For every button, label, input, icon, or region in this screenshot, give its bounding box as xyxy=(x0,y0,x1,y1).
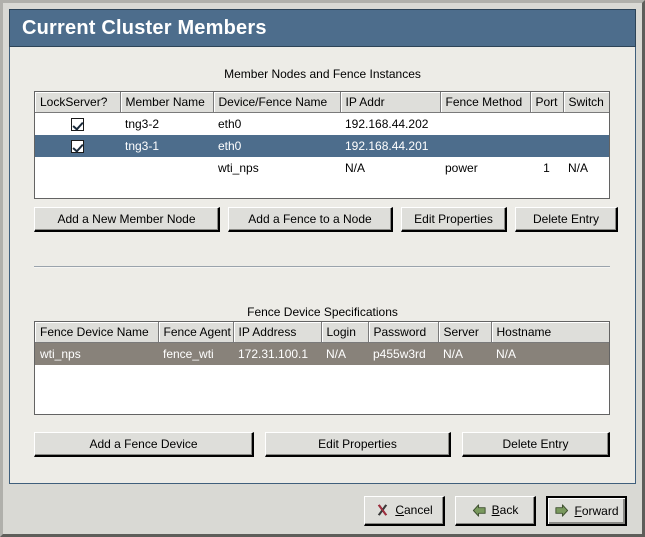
back-mnemonic: B xyxy=(491,503,500,517)
arrow-right-icon xyxy=(554,503,569,518)
add-fence-to-node-button[interactable]: Add a Fence to a Node xyxy=(228,207,393,232)
cancel-mnemonic: C xyxy=(395,503,404,517)
table-row[interactable]: tng3-2 eth0 192.168.44.202 xyxy=(35,112,609,135)
fence-button-row: Add a Fence Device Edit Properties Delet… xyxy=(34,432,610,457)
column-header-ip-address[interactable]: IP Address xyxy=(233,322,322,343)
content-panel: Member Nodes and Fence Instances LockSer… xyxy=(9,47,636,484)
members-table[interactable]: LockServer? Member Name Device/Fence Nam… xyxy=(34,91,610,199)
column-header-fence-method[interactable]: Fence Method xyxy=(440,92,531,113)
footer-button-bar: Cancel Back Forward xyxy=(9,487,636,534)
delete-entry-button-members[interactable]: Delete Entry xyxy=(515,207,618,232)
switch-cell xyxy=(563,135,609,157)
forward-mnemonic: F xyxy=(574,503,582,518)
member-name-cell xyxy=(120,157,213,179)
port-cell: 1 xyxy=(543,160,550,175)
back-suffix: ack xyxy=(499,503,519,517)
device-fence-name-cell: wti_nps xyxy=(218,160,259,175)
ip-addr-cell: 192.168.44.202 xyxy=(345,116,429,131)
column-header-fence-agent[interactable]: Fence Agent xyxy=(158,322,234,343)
cancel-button[interactable]: Cancel xyxy=(364,495,445,526)
column-header-hostname[interactable]: Hostname xyxy=(491,322,609,343)
back-button[interactable]: Back xyxy=(455,495,536,526)
login-cell: N/A xyxy=(326,346,347,361)
switch-cell: N/A xyxy=(568,160,589,175)
fence-device-name-cell: wti_nps xyxy=(40,346,81,361)
port-cell xyxy=(530,135,563,157)
checkbox-checked-icon[interactable] xyxy=(71,139,84,153)
column-header-password[interactable]: Password xyxy=(368,322,439,343)
members-section-heading: Member Nodes and Fence Instances xyxy=(224,67,421,81)
column-header-member-name[interactable]: Member Name xyxy=(120,92,214,113)
device-fence-name-cell: eth0 xyxy=(218,138,242,153)
ip-address-cell: 172.31.100.1 xyxy=(238,346,309,361)
forward-button[interactable]: Forward xyxy=(546,495,627,526)
column-header-ip-addr[interactable]: IP Addr xyxy=(340,92,441,113)
back-button-label: Back xyxy=(492,503,519,517)
member-name-cell: tng3-2 xyxy=(125,116,160,131)
column-header-switch[interactable]: Switch xyxy=(563,92,609,113)
fence-method-cell: power xyxy=(445,160,478,175)
server-cell: N/A xyxy=(443,346,464,361)
edit-properties-button-fence[interactable]: Edit Properties xyxy=(265,432,451,457)
column-header-fence-device-name[interactable]: Fence Device Name xyxy=(35,322,159,343)
lockserver-cell[interactable] xyxy=(35,135,120,157)
column-header-server[interactable]: Server xyxy=(438,322,492,343)
add-fence-device-button[interactable]: Add a Fence Device xyxy=(34,432,254,457)
add-new-member-node-button[interactable]: Add a New Member Node xyxy=(34,207,220,232)
column-header-login[interactable]: Login xyxy=(321,322,369,343)
ip-addr-cell: N/A xyxy=(345,160,366,175)
switch-cell xyxy=(563,113,609,135)
arrow-left-icon xyxy=(472,503,487,518)
forward-suffix: orward xyxy=(581,503,619,518)
cancel-suffix: ancel xyxy=(403,503,433,517)
table-row[interactable]: wti_nps N/A power 1 N/A xyxy=(35,156,609,179)
column-header-port[interactable]: Port xyxy=(530,92,564,113)
column-header-device-fence-name[interactable]: Device/Fence Name xyxy=(213,92,341,113)
edit-properties-button-members[interactable]: Edit Properties xyxy=(401,207,507,232)
member-name-cell: tng3-1 xyxy=(125,138,160,153)
fence-table-header-row: Fence Device Name Fence Agent IP Address… xyxy=(35,322,609,343)
cancel-button-label: Cancel xyxy=(395,503,432,517)
table-row[interactable]: tng3-1 eth0 192.168.44.201 xyxy=(35,134,609,157)
fence-section-heading: Fence Device Specifications xyxy=(247,305,398,319)
members-table-header-row: LockServer? Member Name Device/Fence Nam… xyxy=(35,92,609,113)
titlebar: Current Cluster Members xyxy=(9,9,636,47)
lockserver-cell[interactable] xyxy=(35,157,120,179)
lockserver-cell[interactable] xyxy=(35,113,120,135)
table-row[interactable]: wti_nps fence_wti 172.31.100.1 N/A p455w… xyxy=(35,342,609,365)
fence-method-cell xyxy=(440,113,530,135)
fence-agent-cell: fence_wti xyxy=(163,346,214,361)
ip-addr-cell: 192.168.44.201 xyxy=(345,138,429,153)
password-cell: p455w3rd xyxy=(373,346,426,361)
checkbox-checked-icon[interactable] xyxy=(71,117,84,131)
fence-devices-table[interactable]: Fence Device Name Fence Agent IP Address… xyxy=(34,321,610,415)
window-title: Current Cluster Members xyxy=(22,16,267,39)
fence-method-cell xyxy=(440,135,530,157)
column-header-lockserver[interactable]: LockServer? xyxy=(35,92,121,113)
members-button-row: Add a New Member Node Add a Fence to a N… xyxy=(34,207,618,232)
cancel-x-icon xyxy=(375,503,390,518)
port-cell xyxy=(530,113,563,135)
section-divider xyxy=(34,266,610,268)
delete-entry-button-fence[interactable]: Delete Entry xyxy=(462,432,610,457)
hostname-cell: N/A xyxy=(496,346,517,361)
device-fence-name-cell: eth0 xyxy=(218,116,242,131)
forward-button-label: Forward xyxy=(574,504,618,518)
